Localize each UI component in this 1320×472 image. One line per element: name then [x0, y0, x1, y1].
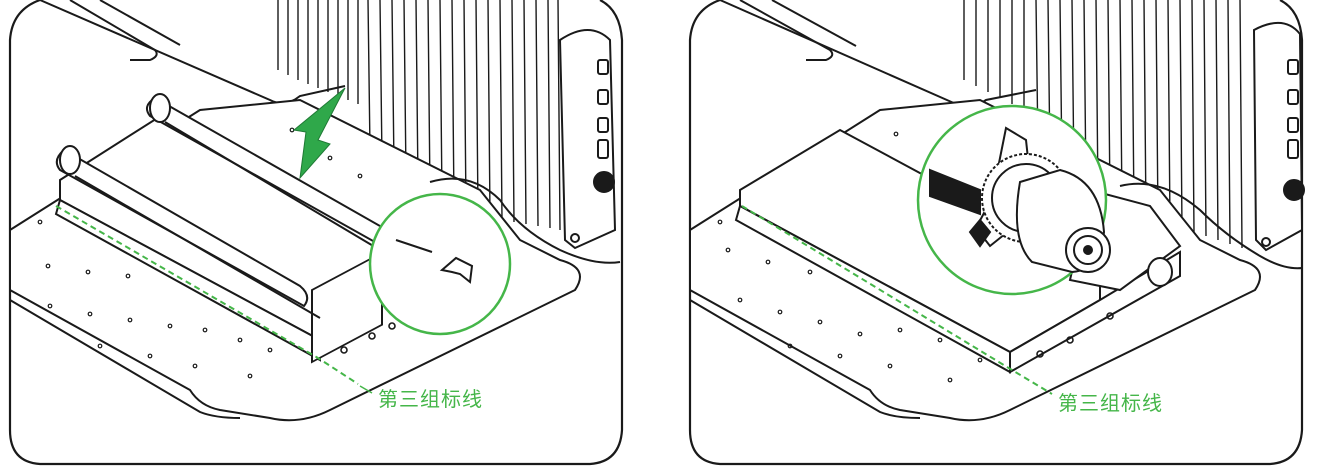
rail-screws [1036, 312, 1114, 358]
machine-side-panel [558, 29, 617, 250]
rotary-rail [734, 128, 1181, 374]
reference-line-label: 第三组标线 [1058, 391, 1163, 415]
roller-end-screws [340, 322, 396, 354]
heatsink-fins [963, 0, 1243, 249]
reference-line [741, 205, 1053, 395]
panel-frame [688, 0, 1304, 466]
machine-side-panel [1252, 22, 1305, 252]
chuck-rotary-drawing [688, 0, 1305, 466]
top-tray [39, 0, 346, 105]
step-illustration-chuck: 第三组标线 [680, 0, 1320, 472]
chevron-mark-icon [439, 256, 474, 284]
panel-frame [8, 0, 624, 466]
bed-holes [717, 131, 983, 383]
reference-line-label: 第三组标线 [378, 387, 483, 411]
heatsink-fins [277, 0, 561, 231]
leader-line [359, 385, 373, 394]
reference-line [55, 205, 359, 385]
power-cable [429, 177, 621, 264]
roller-rotary-drawing [8, 0, 624, 466]
power-cable [1119, 182, 1303, 270]
green-arrow-down-icon [292, 87, 346, 180]
zoom-detail-circle [916, 104, 1111, 296]
step-illustration-roller: 第三组标线 [0, 0, 640, 472]
zoom-detail-circle [368, 192, 512, 336]
rotary-chuck-icon [929, 126, 1111, 274]
